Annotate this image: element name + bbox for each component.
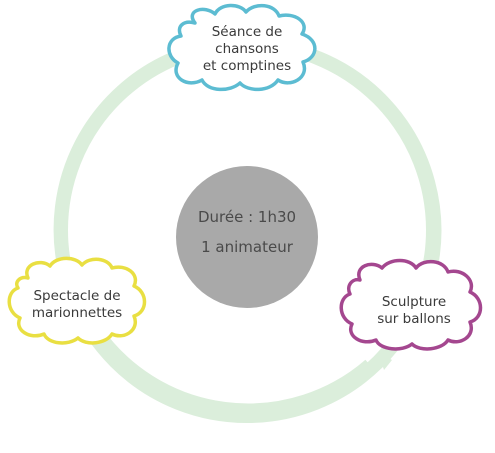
node-right-line-2: sur ballons — [377, 311, 451, 327]
node-right-line-1: Sculpture — [381, 294, 447, 310]
center-disc — [176, 166, 318, 308]
node-left-label: Spectacle de marionnettes — [16, 288, 138, 322]
cloud-left-shape — [7, 256, 147, 345]
arrow-right-to-left — [89, 326, 375, 418]
node-left-line-1: Spectacle de — [33, 288, 121, 304]
center-duration: Durée : 1h30 — [197, 208, 297, 226]
arrow-tip-right — [378, 352, 392, 370]
node-right-label: Sculpture sur ballons — [352, 294, 476, 328]
cloud-top-shape — [167, 3, 317, 92]
node-left-line-2: marionnettes — [31, 305, 123, 321]
center-staff: 1 animateur — [201, 238, 293, 256]
arrow-left-to-top — [53, 51, 178, 272]
node-top-line-2: chansons — [215, 41, 279, 57]
cloud-right-shape — [339, 258, 483, 351]
node-top-label: Séance de chansons et comptines — [186, 24, 308, 75]
node-top-line-1: Séance de — [211, 24, 283, 40]
node-top-line-3: et comptines — [202, 58, 292, 74]
